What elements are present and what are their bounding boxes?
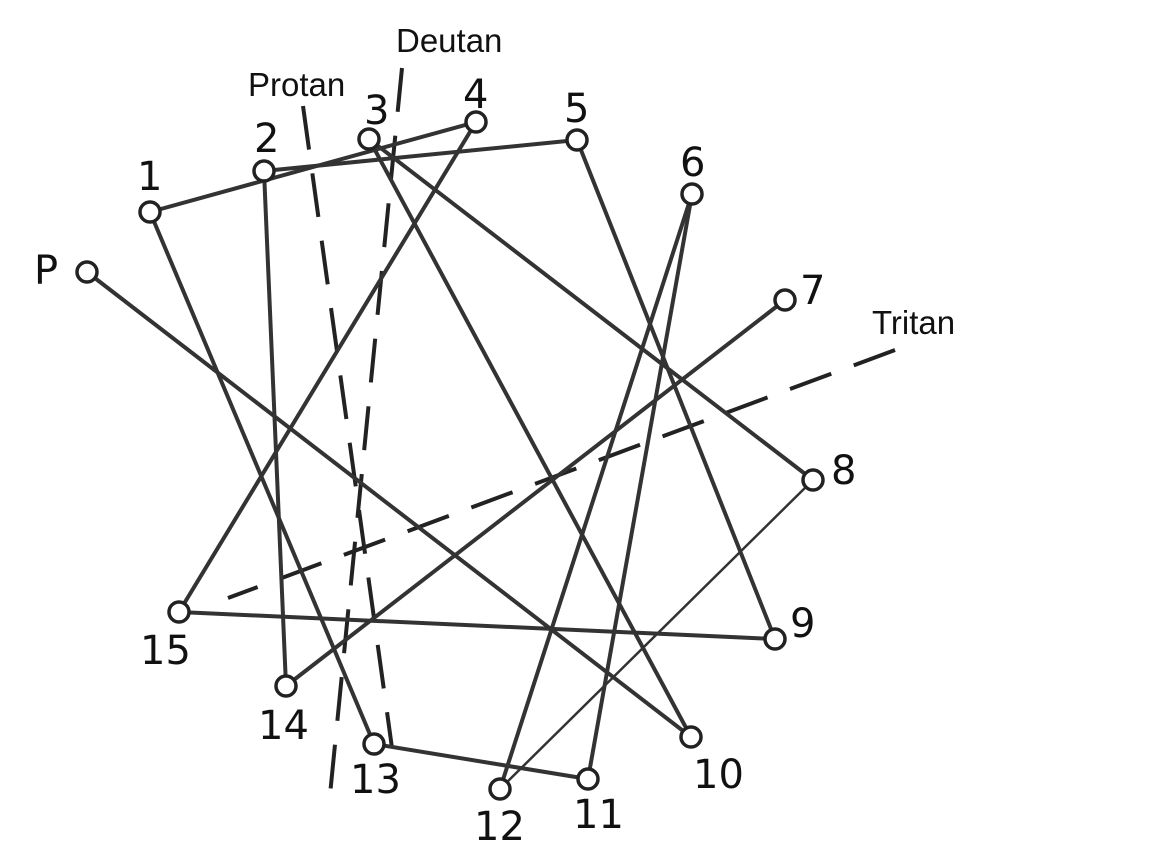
cap-marker-6 — [680, 182, 704, 206]
cap-label-2: 2 — [254, 116, 279, 162]
connection-line-3-8 — [367, 137, 815, 482]
cap-label-12: 12 — [474, 804, 525, 850]
cap-marker-9 — [763, 627, 787, 651]
cap-marker-12 — [488, 777, 512, 801]
cap-marker-4 — [464, 110, 488, 134]
cap-marker-1 — [138, 200, 162, 224]
cap-label-13: 13 — [350, 757, 401, 803]
cap-label-3: 3 — [364, 88, 389, 134]
cap-label-1: 1 — [137, 154, 162, 200]
cap-marker-10 — [679, 725, 703, 749]
cap-marker-2 — [252, 159, 276, 183]
cap-marker-3 — [357, 127, 381, 151]
cap-label-5: 5 — [564, 86, 589, 132]
cap-label-9: 9 — [790, 601, 815, 647]
cap-marker-14 — [274, 674, 298, 698]
connection-line-2-14 — [262, 169, 288, 688]
cap-marker-8 — [801, 468, 825, 492]
connection-line-14-7 — [284, 298, 787, 688]
cap-label-11: 11 — [573, 792, 624, 838]
connection-line-15-9 — [177, 610, 777, 641]
connection-line-12-6 — [498, 192, 694, 791]
cap-label-p: P — [34, 248, 58, 294]
cap-marker-11 — [576, 767, 600, 791]
cap-label-14: 14 — [258, 703, 309, 749]
cap-marker-7 — [773, 288, 797, 312]
connection-line-6-11 — [586, 192, 694, 781]
connection-line-11-13 — [372, 742, 590, 781]
cap-marker-5 — [565, 128, 589, 152]
deutan-label: Deutan — [396, 22, 502, 59]
connection-line-5-2 — [262, 138, 579, 173]
connection-line-9-5 — [575, 138, 777, 641]
connection-line-10-3 — [367, 137, 693, 739]
connection-line-p-10 — [85, 270, 693, 739]
deutan-axis-line — [328, 67, 404, 796]
connection-line-4-15 — [177, 120, 478, 614]
tritan-label: Tritan — [872, 304, 955, 341]
cap-label-7: 7 — [800, 268, 825, 314]
cap-connections — [85, 120, 815, 791]
labels: Protan Deutan Tritan — [248, 22, 955, 341]
cap-marker-13 — [362, 732, 386, 756]
protan-label: Protan — [248, 66, 345, 103]
cap-marker-15 — [167, 600, 191, 624]
cap-label-15: 15 — [140, 628, 191, 674]
protan-axis-line — [301, 105, 394, 749]
cap-label-8: 8 — [831, 448, 856, 494]
cap-label-4: 4 — [463, 72, 488, 118]
cap-marker-p — [75, 260, 99, 284]
confusion-axes — [227, 67, 896, 796]
cap-label-6: 6 — [680, 140, 705, 186]
cap-label-10: 10 — [693, 752, 744, 798]
